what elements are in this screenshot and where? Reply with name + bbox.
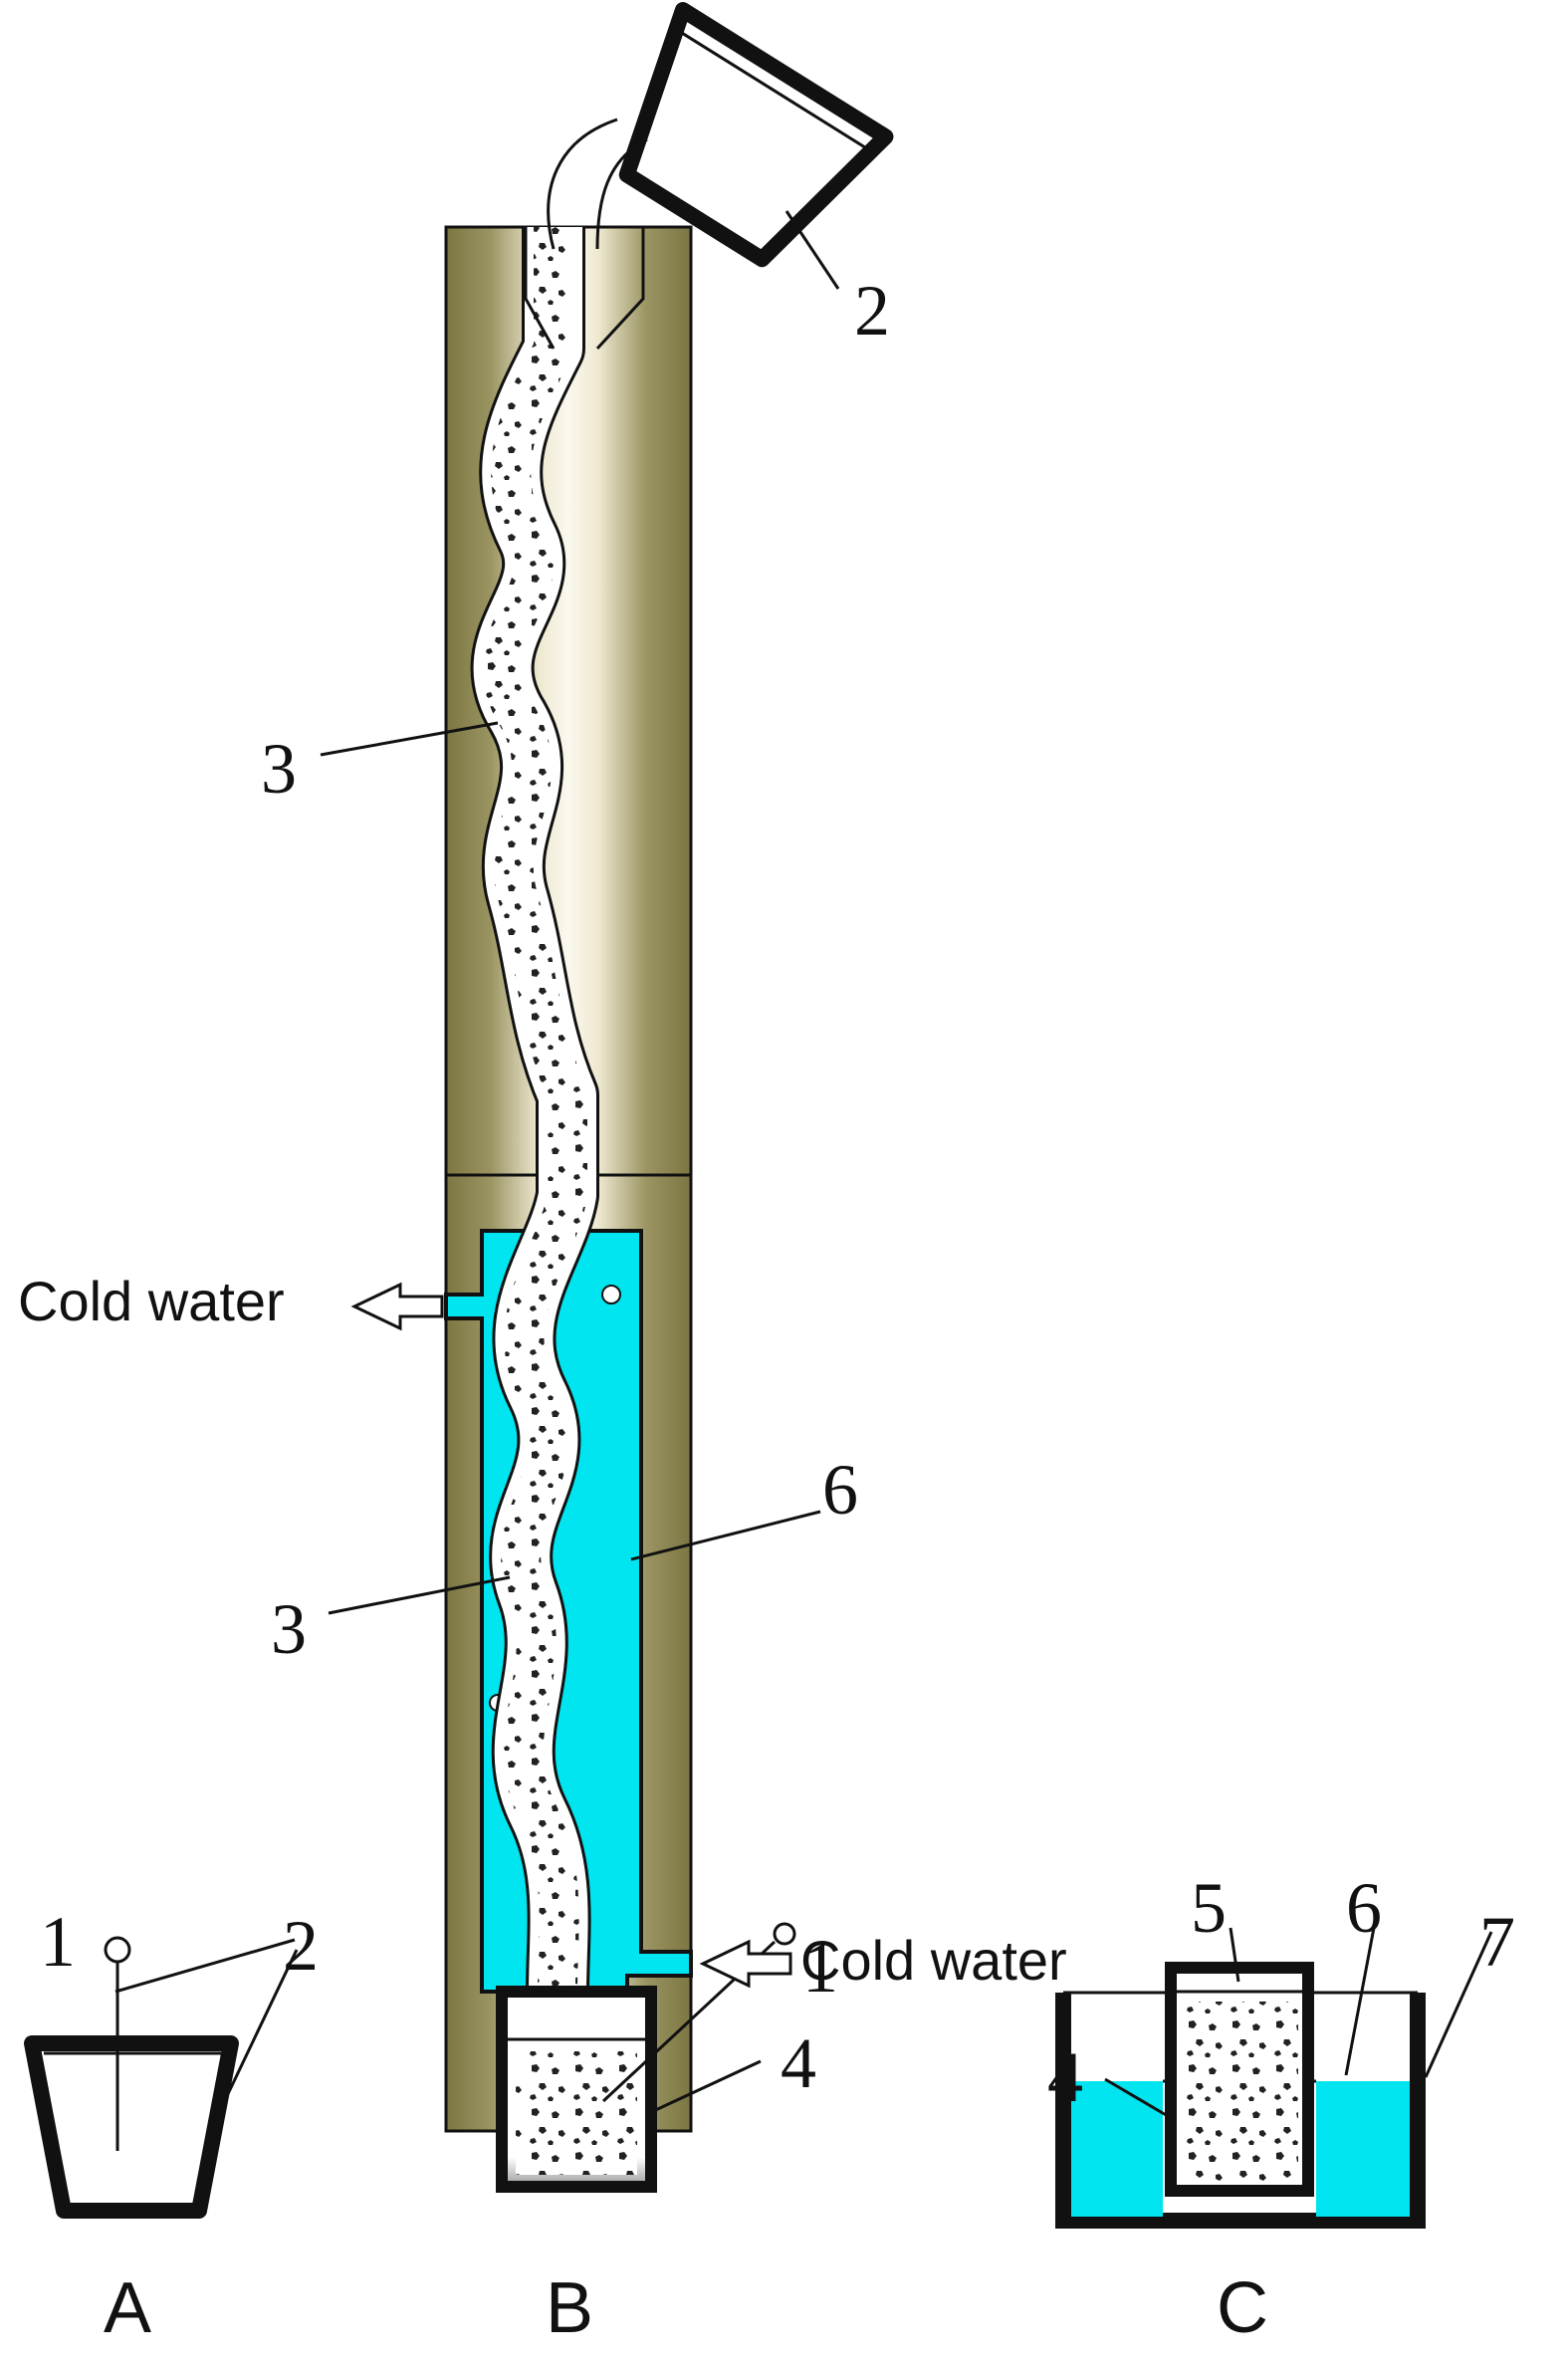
crucible-a [24,1936,239,2219]
crucible-b [496,1986,657,2193]
leader-lines [114,210,1493,2122]
caption-b: B [546,2268,593,2348]
cold-water-out-label: Cold water [18,1270,285,1332]
cold-water-in-label: Cold water [800,1929,1067,1992]
label-ladle-top: 2 [854,271,890,351]
caption-a: A [104,2268,151,2348]
caption-c: C [1217,2268,1268,2348]
label-crucible-c: 4 [1047,2037,1083,2117]
label-crucible-b: 4 [781,2023,816,2103]
bubble [601,1285,621,1304]
label-thermocouple-a: 1 [40,1902,76,1982]
label-thermocouple-b: 1 [802,1928,838,2008]
label-crucible-a: 2 [283,1906,319,1986]
cold-water-out-arrow [350,1282,444,1331]
label-channel-upper: 3 [261,729,297,809]
thermocouple-a-head [104,1936,131,1964]
label-vessel-c: 7 [1479,1902,1515,1982]
apparatus-c [1055,1962,1426,2229]
melt-stream [547,118,648,250]
label-sample-c: 5 [1191,1868,1227,1948]
label-water-jacket: 6 [822,1450,858,1530]
label-channel-lower: 3 [271,1589,307,1669]
label-water-c: 6 [1346,1868,1382,1948]
pouring-funnel [524,227,645,351]
serpentine-channel [470,227,645,2051]
cold-water-in-arrow [699,1939,792,1989]
pouring-ladle [618,2,894,268]
